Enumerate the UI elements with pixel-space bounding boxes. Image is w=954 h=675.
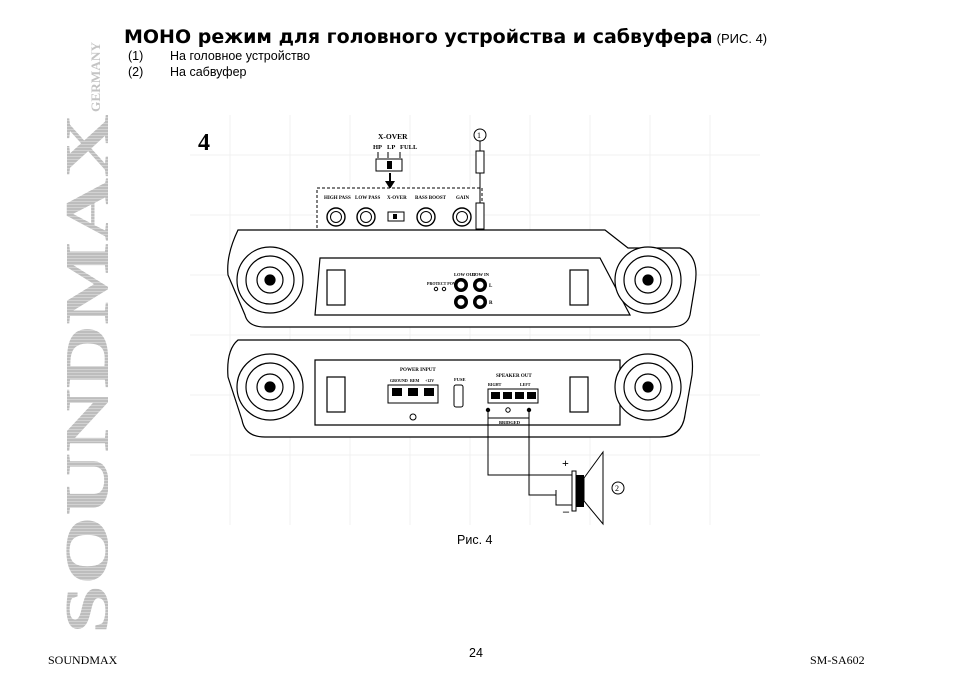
page-heading: МОНО режим для головного устройства и са…	[124, 26, 767, 48]
brand-logo-text: SOUNDMAX	[54, 114, 108, 634]
legend-number: (1)	[128, 49, 144, 63]
xover-mode-full: FULL	[400, 144, 418, 151]
bridged-label: BRIDGED	[499, 420, 521, 425]
low-in-label: LOW IN	[472, 272, 490, 277]
legend-text: На головное устройство	[170, 49, 311, 63]
figure-caption: Рис. 4	[457, 533, 493, 547]
brand-country: GERMANY	[88, 41, 103, 112]
page-number: 24	[469, 646, 483, 660]
channel-r-label: R	[489, 301, 493, 306]
power-term-ground: GROUND	[390, 378, 408, 383]
polarity-minus: –	[562, 504, 570, 518]
panel-label-gain: GAIN	[456, 196, 469, 201]
xover-mode-hp: HP	[373, 144, 382, 151]
xover-switch-detail: X-OVER HP LP FULL	[373, 132, 418, 189]
legend-number: (2)	[128, 65, 144, 79]
wiring-diagram: 4 X-OVER HP LP FULL HIGH PASS LOW PASS X…	[190, 115, 760, 526]
power-term-rem: REM	[410, 378, 420, 383]
figure-reference: (РИС. 4)	[716, 31, 768, 46]
amplifier-top	[227, 229, 697, 328]
speaker-wiring	[487, 412, 572, 506]
panel-label-high-pass: HIGH PASS	[324, 196, 351, 201]
speaker-term-left: LEFT	[520, 382, 531, 387]
figure-number: 4	[198, 130, 210, 156]
speaker-term-right: RIGHT	[488, 382, 502, 387]
knob	[326, 207, 346, 227]
subwoofer: + – 2	[562, 450, 625, 526]
amplifier-io: PROTECT POWER LOW OUT LOW IN L R	[427, 272, 493, 309]
page-title: МОНО режим для головного устройства и са…	[124, 26, 713, 48]
channel-l-label: L	[489, 284, 493, 289]
xover-title: X-OVER	[378, 132, 408, 141]
power-term-12v: +12V	[425, 378, 434, 383]
xover-mode-lp: LP	[387, 144, 395, 151]
panel-label-xover: X-OVER	[387, 196, 407, 201]
brand-logo-vertical: SOUNDMAX GERMANY	[54, 41, 108, 634]
power-input-block: POWER INPUT GROUND REM +12V FUSE	[387, 368, 466, 421]
legend-item: (2) На сабвуфер	[128, 64, 310, 80]
knob	[416, 207, 436, 227]
footer-model: SM-SA602	[810, 653, 865, 667]
knob	[452, 207, 472, 227]
panel-label-low-pass: LOW PASS	[355, 196, 380, 201]
knob	[356, 207, 376, 227]
protect-power-label: PROTECT POWER	[427, 281, 462, 286]
footer-brand: SOUNDMAX	[48, 653, 118, 667]
legend-text: На сабвуфер	[170, 65, 247, 79]
fuse-label: FUSE	[454, 377, 466, 382]
callout-1: 1	[477, 131, 481, 140]
polarity-plus: +	[562, 456, 569, 470]
callout-2: 2	[615, 484, 619, 493]
power-input-label: POWER INPUT	[400, 368, 436, 373]
low-out-label: LOW OUT	[454, 272, 476, 277]
speaker-out-label: SPEAKER OUT	[496, 374, 532, 379]
panel-label-bass-boost: BASS BOOST	[415, 196, 447, 201]
legend-list: (1) На головное устройство (2) На сабвуф…	[128, 48, 310, 80]
legend-item: (1) На головное устройство	[128, 48, 310, 64]
